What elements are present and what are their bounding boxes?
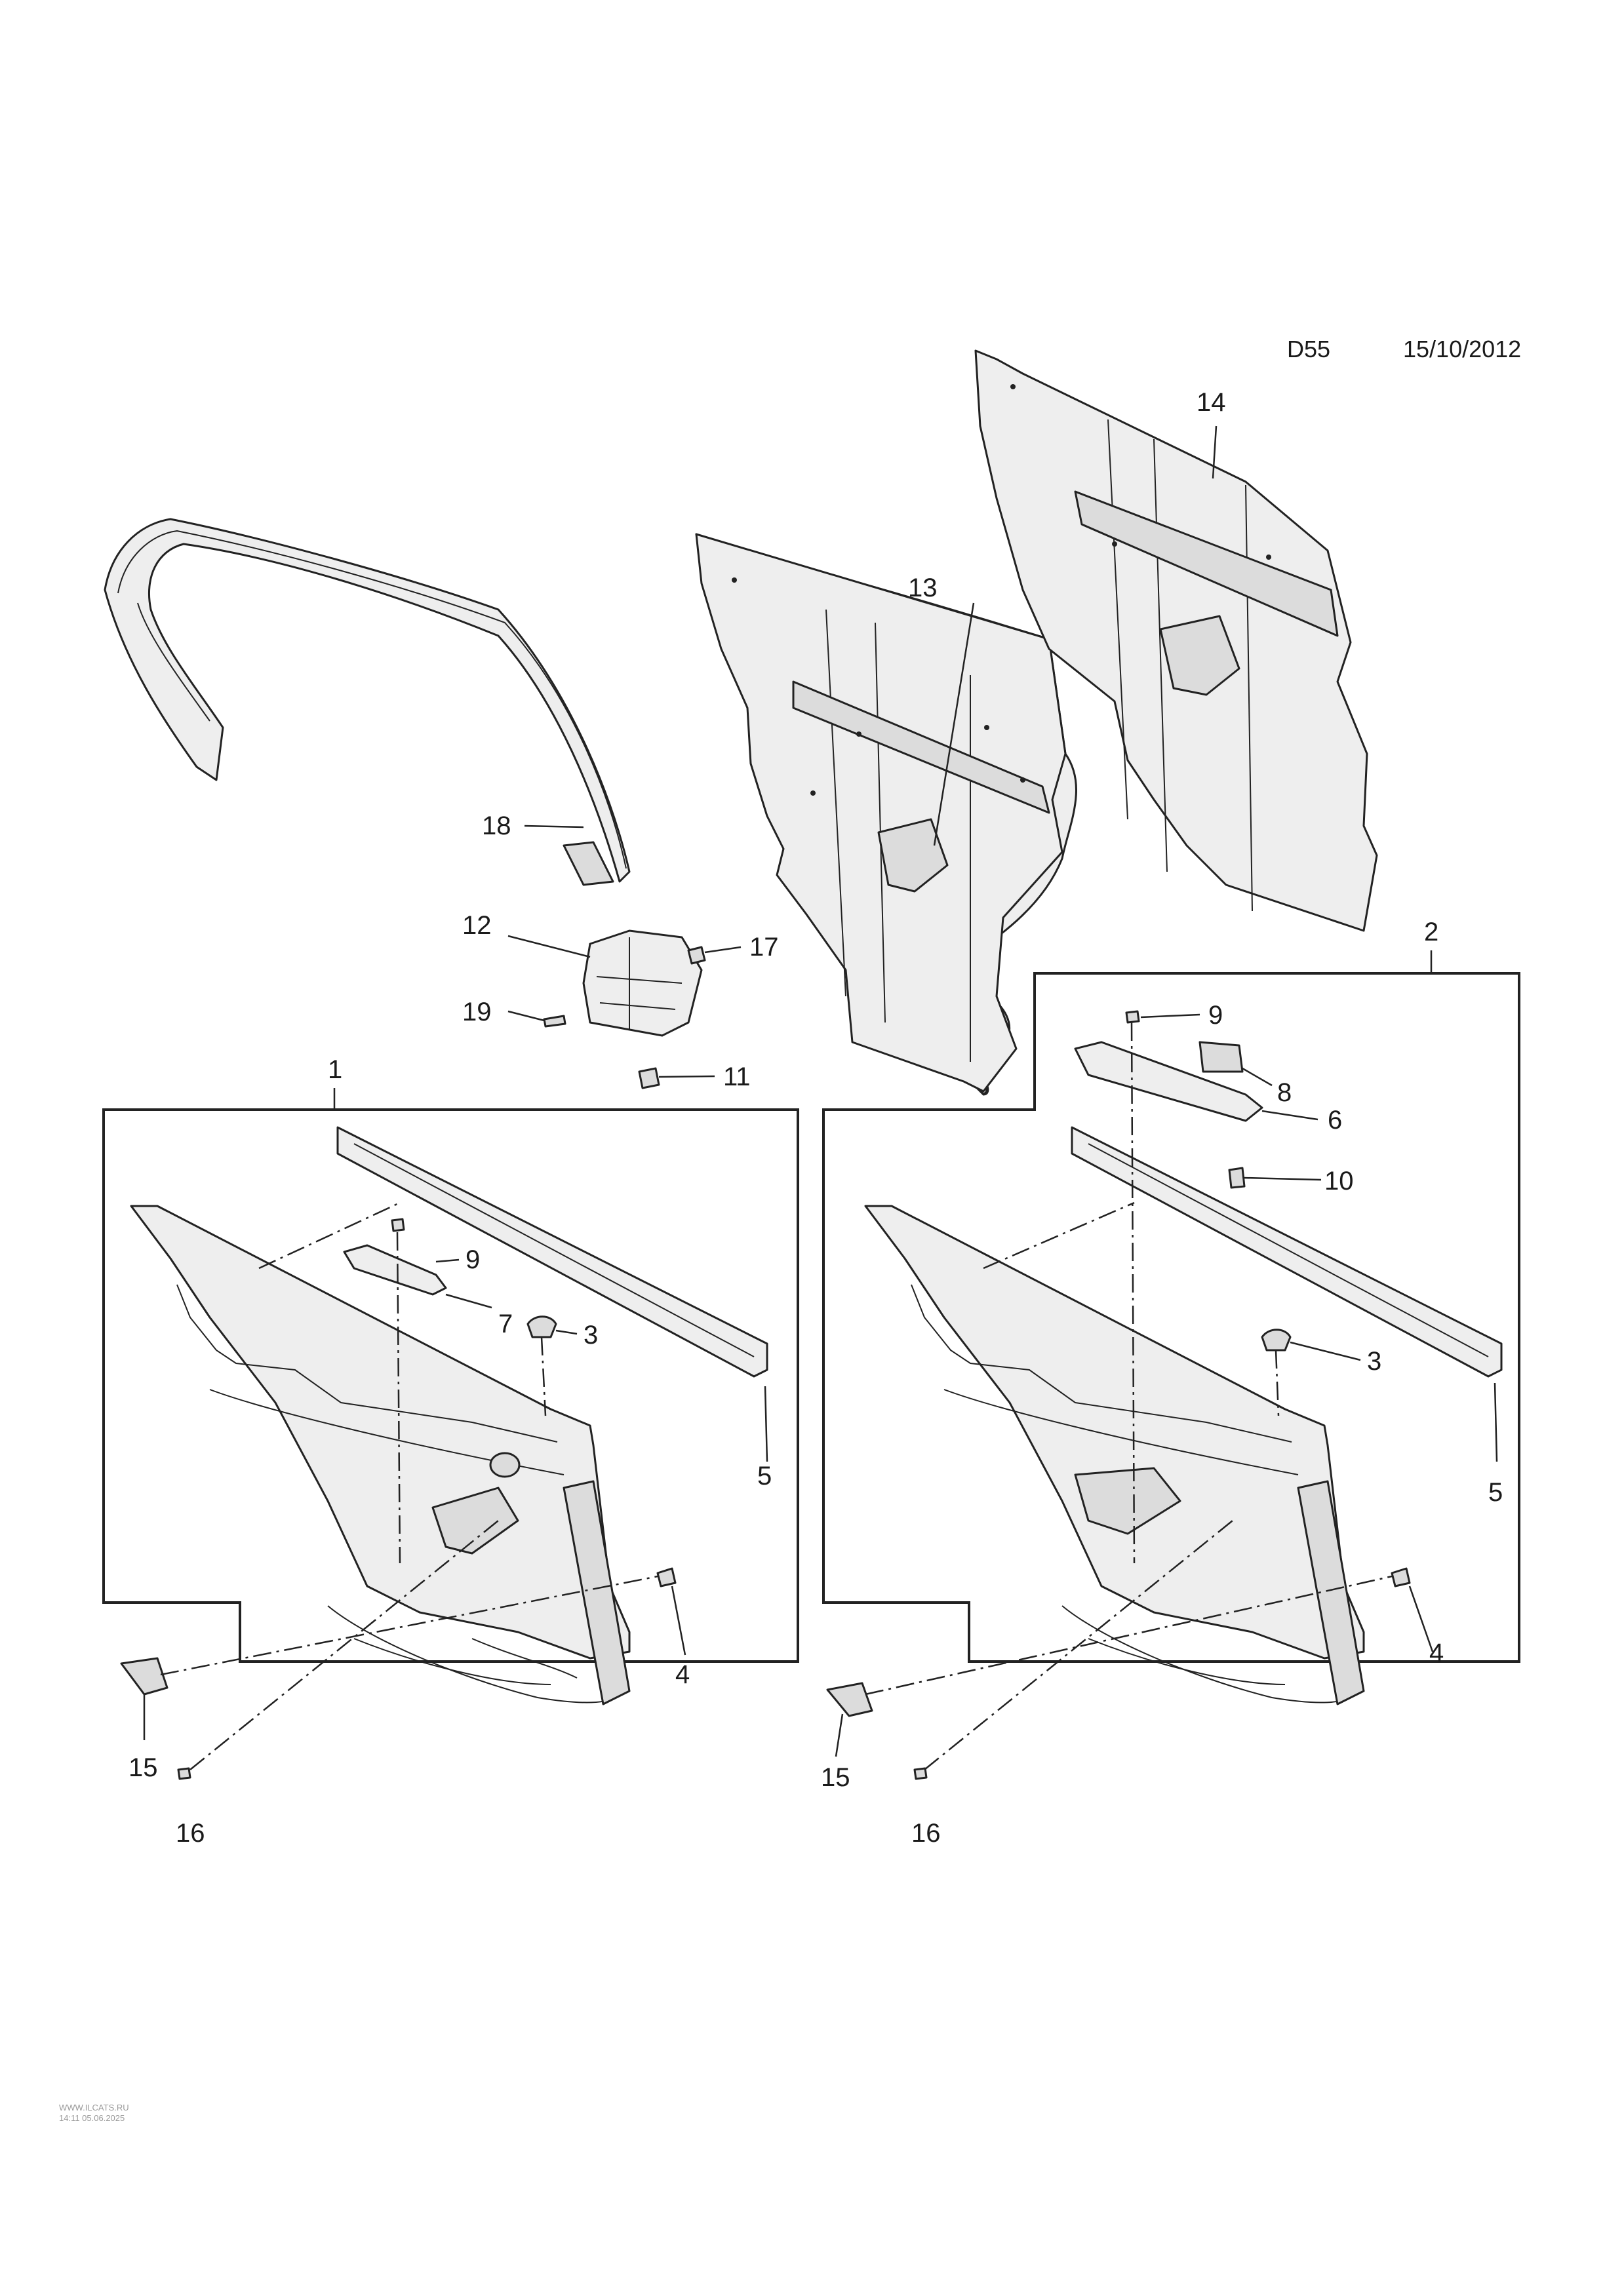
left-door-trim-panel [130,1205,631,1705]
part-14-insulation-panel [974,349,1378,932]
assembly-1-frame [102,1108,799,1663]
part-9-clip [391,1218,405,1232]
callout-1: 1 [328,1055,342,1084]
callout-16-right: 16 [911,1819,941,1848]
diagram-date: 15/10/2012 [1403,336,1521,362]
callout-5-right: 5 [1488,1478,1503,1507]
part-6-switch-bezel [1074,1041,1263,1122]
part-16-screw [177,1767,191,1780]
assembly-dash-lines [160,1022,1393,1770]
part-4-fastener [656,1567,677,1587]
part-11-clip [638,1067,660,1089]
part-15-cover-right [826,1682,873,1717]
callout-9-left: 9 [465,1245,480,1274]
callout-4-left: 4 [675,1660,690,1689]
callout-15-right: 15 [821,1763,850,1792]
part-18-weatherstrip [104,518,631,886]
callout-12: 12 [462,911,492,940]
callout-18: 18 [482,811,511,840]
part-7-handle-bezel [343,1244,447,1296]
diagram-code: D55 [1287,336,1330,362]
watermark-site: WWW.ILCATS.RU [59,2103,129,2112]
callout-4-right: 4 [1429,1639,1444,1667]
part-13-insulation-panel [695,533,1077,1096]
callout-15-left: 15 [129,1753,158,1782]
callout-19: 19 [462,998,492,1026]
callout-14: 14 [1197,388,1226,417]
part-9-clip-right [1125,1010,1140,1024]
callout-11: 11 [723,1062,751,1091]
part-3-fastener [526,1315,557,1338]
leader-lines [143,425,1498,1757]
callout-6: 6 [1328,1106,1342,1135]
callout-3-left: 3 [584,1321,598,1350]
part-3-fastener-right [1261,1329,1292,1352]
assembly-2-frame [822,972,1520,1663]
right-belt-molding-5 [1071,1126,1503,1378]
part-12-bracket [543,929,706,1089]
callout-2: 2 [1424,918,1438,946]
callout-9-right: 9 [1208,1001,1223,1030]
callout-8: 8 [1277,1078,1292,1107]
part-19-screw [543,1015,566,1028]
callout-7: 7 [498,1310,513,1338]
part-17-clip [687,946,706,965]
right-door-trim-panel [864,1205,1365,1705]
part-16-screw-right [913,1767,928,1780]
callout-labels: 2 1 14 13 18 12 17 19 11 9 7 3 5 4 15 16… [129,388,1503,1848]
right-small-parts [826,1010,1411,1780]
callout-10: 10 [1324,1167,1354,1196]
part-8-switch [1198,1041,1244,1073]
callout-13: 13 [908,574,938,602]
part-15-cover [120,1657,168,1696]
watermark-timestamp: 14:11 05.06.2025 [59,2113,125,2123]
part-10-clip [1228,1167,1246,1189]
left-small-parts [120,1218,677,1780]
callout-5-left: 5 [757,1462,772,1490]
left-belt-molding-5 [336,1126,768,1378]
part-4-fastener-right [1391,1567,1411,1587]
callout-16-left: 16 [176,1819,205,1848]
callout-3-right: 3 [1367,1347,1381,1376]
callout-17: 17 [749,933,779,962]
